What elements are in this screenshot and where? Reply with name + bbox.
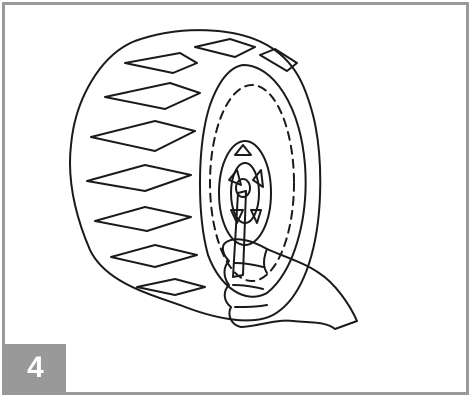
- finger-line-1: [235, 263, 263, 267]
- finger-line-3: [235, 305, 267, 307]
- tread-lug-5: [95, 207, 191, 231]
- tread-lug-2: [105, 83, 200, 109]
- tread-lug-9: [260, 49, 297, 71]
- tread-lug-4: [87, 165, 191, 191]
- tread-lug-3: [91, 121, 195, 151]
- hub-spoke-1: [235, 145, 251, 155]
- finger-line-2: [233, 285, 263, 289]
- tread-lug-6: [111, 245, 197, 267]
- tread-lug-8: [195, 39, 255, 57]
- tread-lug-1: [125, 53, 197, 73]
- thumb-line: [264, 249, 267, 273]
- step-number-badge: 4: [5, 344, 66, 392]
- wheel-illustration: [5, 5, 466, 392]
